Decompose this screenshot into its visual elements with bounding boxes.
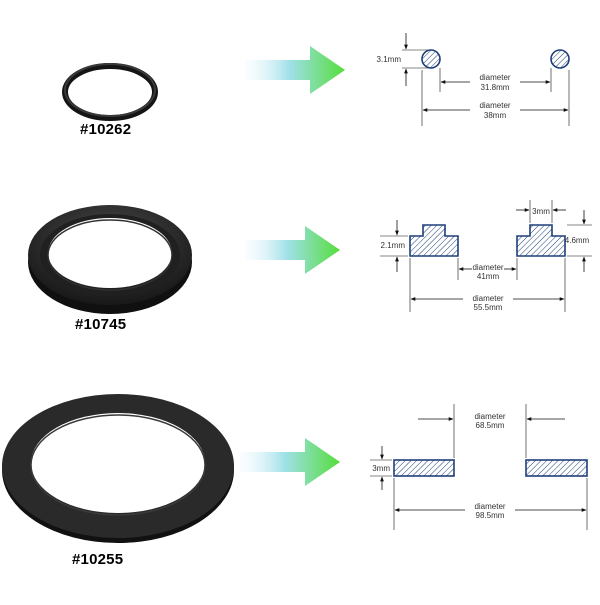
outer-diameter-caption: diameter xyxy=(479,101,510,110)
cross-section-right xyxy=(516,224,566,257)
thickness-label: 3.1mm xyxy=(377,55,402,64)
inner-diameter-caption: diameter xyxy=(472,263,503,272)
total-height-label: 4.6mm xyxy=(565,236,590,245)
part-number-10262: #10262 xyxy=(80,121,132,138)
green-arrow-icon xyxy=(240,438,340,486)
row-10262: 3.1mm diameter 31.8mm diameter 38mm xyxy=(62,33,570,126)
part-number-10745: #10745 xyxy=(75,316,127,333)
inner-diameter-caption: diameter xyxy=(479,73,510,82)
inner-diameter-value: 41mm xyxy=(477,272,500,281)
lip-width-label: 3mm xyxy=(532,207,550,216)
inner-diameter-value: 31.8mm xyxy=(481,83,510,92)
lip-gasket-image xyxy=(28,205,192,314)
row-10255: 3mm diameter 68.5mm diameter 98.5mm xyxy=(2,394,588,543)
part-number-10255: #10255 xyxy=(72,551,124,568)
inner-diameter-caption: diameter xyxy=(474,412,505,421)
cross-section-left xyxy=(393,459,455,477)
base-height-label: 2.1mm xyxy=(381,241,406,250)
green-arrow-icon xyxy=(245,226,340,274)
outer-diameter-value: 38mm xyxy=(484,111,507,120)
o-ring-image xyxy=(62,63,158,121)
outer-diameter-value: 98.5mm xyxy=(476,511,505,520)
cross-section-left xyxy=(421,49,441,69)
outer-diameter-caption: diameter xyxy=(472,294,503,303)
flat-washer-image xyxy=(2,394,234,543)
cross-section-left xyxy=(409,224,459,257)
outer-diameter-caption: diameter xyxy=(474,502,505,511)
thickness-label: 3mm xyxy=(372,464,390,473)
outer-diameter-value: 55.5mm xyxy=(474,303,503,312)
green-arrow-icon xyxy=(245,46,345,94)
cross-section-right xyxy=(550,49,570,69)
cross-section-right xyxy=(525,459,588,477)
inner-diameter-value: 68.5mm xyxy=(476,421,505,430)
row-10745: 2.1mm 4.6mm 3mm diameter 41mm diameter 5… xyxy=(28,200,592,314)
